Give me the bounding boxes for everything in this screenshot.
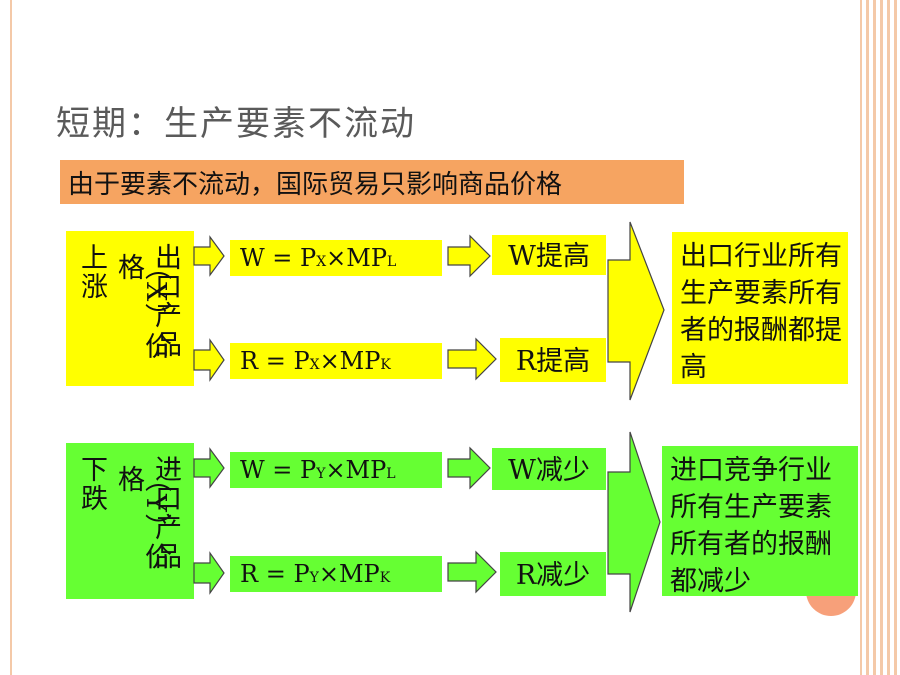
- banner: 由于要素不流动，国际贸易只影响商品价格: [60, 160, 684, 204]
- merge-arrow-icon: [607, 221, 665, 401]
- merge-arrow-icon: [607, 431, 661, 613]
- arrow-icon: [447, 550, 497, 594]
- arrow-icon: [193, 551, 225, 595]
- bottom-result-w: W减少: [492, 448, 606, 490]
- top-result-w: W提高: [492, 235, 606, 275]
- top-product-box: 出口产品 （X）价格 上涨: [66, 231, 194, 386]
- bottom-formula-w: W = PY×MPL: [230, 452, 442, 488]
- top-formula-w: W = PX×MPL: [230, 240, 442, 276]
- top-result-r: R提高: [500, 338, 606, 382]
- bottom-outcome: 进口竞争行业所有生产要素所有者的报酬都减少: [662, 446, 858, 597]
- bottom-product-label-cont: （Y）价格: [113, 465, 171, 572]
- bottom-product-box: 进口产品 （Y）价格 下跌: [66, 443, 194, 599]
- arrow-icon: [193, 338, 225, 382]
- top-outcome: 出口行业所有生产要素所有者的报酬都提高: [672, 232, 848, 384]
- arrow-icon: [447, 234, 491, 278]
- top-product-label-cont: （X）价格: [113, 253, 171, 362]
- top-formula-r: R = PX×MPK: [230, 343, 442, 379]
- decorative-stripes: [866, 0, 900, 675]
- arrow-icon: [193, 235, 225, 277]
- top-product-label: 出口产品: [150, 243, 181, 359]
- arrow-icon: [447, 337, 497, 381]
- arrow-icon: [447, 446, 491, 490]
- bottom-product-label: 进口产品: [150, 455, 181, 571]
- slide-frame: [10, 0, 862, 675]
- arrow-icon: [193, 447, 225, 489]
- top-direction: 上涨: [76, 243, 107, 301]
- bottom-result-r: R减少: [500, 552, 606, 596]
- bottom-direction: 下跌: [76, 455, 107, 513]
- bottom-formula-r: R = PY×MPK: [230, 556, 442, 592]
- slide-title: 短期：生产要素不流动: [56, 104, 416, 144]
